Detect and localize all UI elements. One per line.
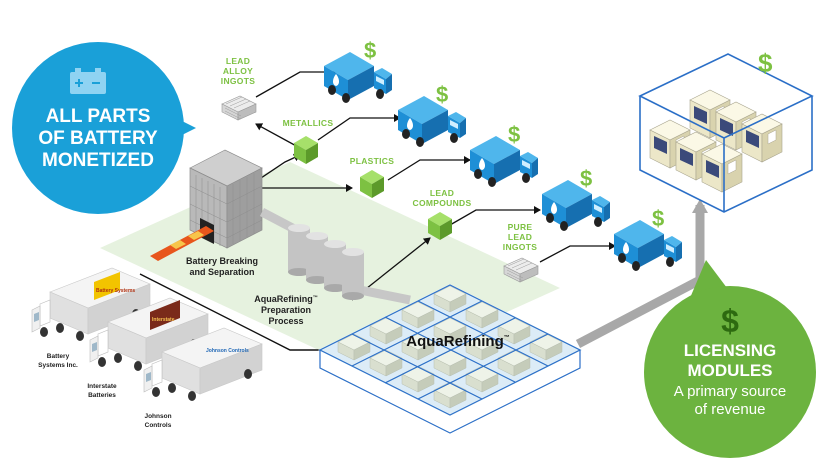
bubble-right-line4: of revenue [695, 401, 766, 418]
bubble-left-line1: ALL PARTS [46, 106, 151, 127]
dollar-icon: $ [436, 82, 448, 107]
logo-interstate: Interstate [152, 317, 175, 323]
label-pure-lead-3: INGOTS [503, 242, 537, 252]
truck-metallics [398, 96, 466, 147]
label-breaking-2: and Separation [189, 267, 254, 277]
supplier-3-name-2: Controls [145, 422, 172, 429]
bubble-left-line3: MONETIZED [42, 150, 154, 171]
supplier-3-name-1: Johnson [144, 413, 171, 420]
label-lead-alloy-1: LEAD [226, 56, 250, 66]
bubble-right-line2: MODULES [688, 361, 773, 380]
label-pure-lead-1: PURE [508, 222, 533, 232]
truck-alloy [324, 52, 392, 103]
label-lead-alloy-2: ALLOY [223, 66, 253, 76]
aquarefining-plant [318, 284, 582, 434]
battery-icon [70, 68, 106, 94]
plastics-cube [360, 170, 384, 198]
dollar-icon: $ [364, 38, 376, 63]
supplier-logos: Battery Systems Interstate Johnson Contr… [94, 272, 249, 354]
breaking-building [189, 149, 263, 249]
supplier-2-name-1: Interstate [87, 383, 117, 390]
label-lead-compounds-2: COMPOUNDS [413, 198, 472, 208]
dollar-icon: $ [652, 206, 664, 231]
label-metallics: METALLICS [283, 118, 334, 128]
supplier-1-name-2: Systems Inc. [38, 362, 78, 369]
dollar-icon: $ [758, 48, 773, 78]
monetized-bubble: ALL PARTS OF BATTERY MONETIZED [12, 42, 196, 214]
label-lead-alloy-3: INGOTS [221, 76, 255, 86]
metallics-cube [294, 136, 318, 164]
dollar-signs: $ $ $ $ $ $ [364, 38, 773, 231]
bubble-left-line2: OF BATTERY [38, 128, 158, 149]
lead-alloy-ingots [221, 95, 257, 121]
licensing-bubble: $ LICENSING MODULES A primary source of … [644, 260, 816, 458]
label-lead-compounds-1: LEAD [430, 188, 454, 198]
prep-tanks [288, 224, 364, 300]
truck-pure-lead [614, 220, 682, 271]
truck-plastics [470, 136, 538, 187]
logo-battery-systems: Battery Systems [96, 288, 135, 294]
bubble-right-line1: LICENSING [684, 341, 777, 360]
label-aquarefining: AquaRefining™ [406, 333, 510, 350]
label-prep-2: Preparation [261, 305, 311, 315]
supplier-2-name-2: Batteries [88, 392, 116, 399]
supplier-1-name-1: Battery [47, 353, 70, 360]
label-prep-1: AquaRefining™ [254, 294, 318, 304]
label-pure-lead-2: LEAD [508, 232, 532, 242]
logo-johnson-controls: Johnson Controls [206, 348, 249, 354]
dollar-icon: $ [580, 166, 592, 191]
bubble-right-line3: A primary source [674, 383, 787, 400]
truck-compounds [542, 180, 610, 231]
dollar-icon: $ [721, 303, 739, 339]
label-breaking-1: Battery Breaking [186, 256, 258, 266]
licensing-box [638, 53, 814, 213]
label-prep-3: Process [268, 316, 303, 326]
pipe-2 [359, 285, 411, 305]
label-plastics: PLASTICS [350, 156, 394, 166]
dollar-icon: $ [508, 122, 520, 147]
